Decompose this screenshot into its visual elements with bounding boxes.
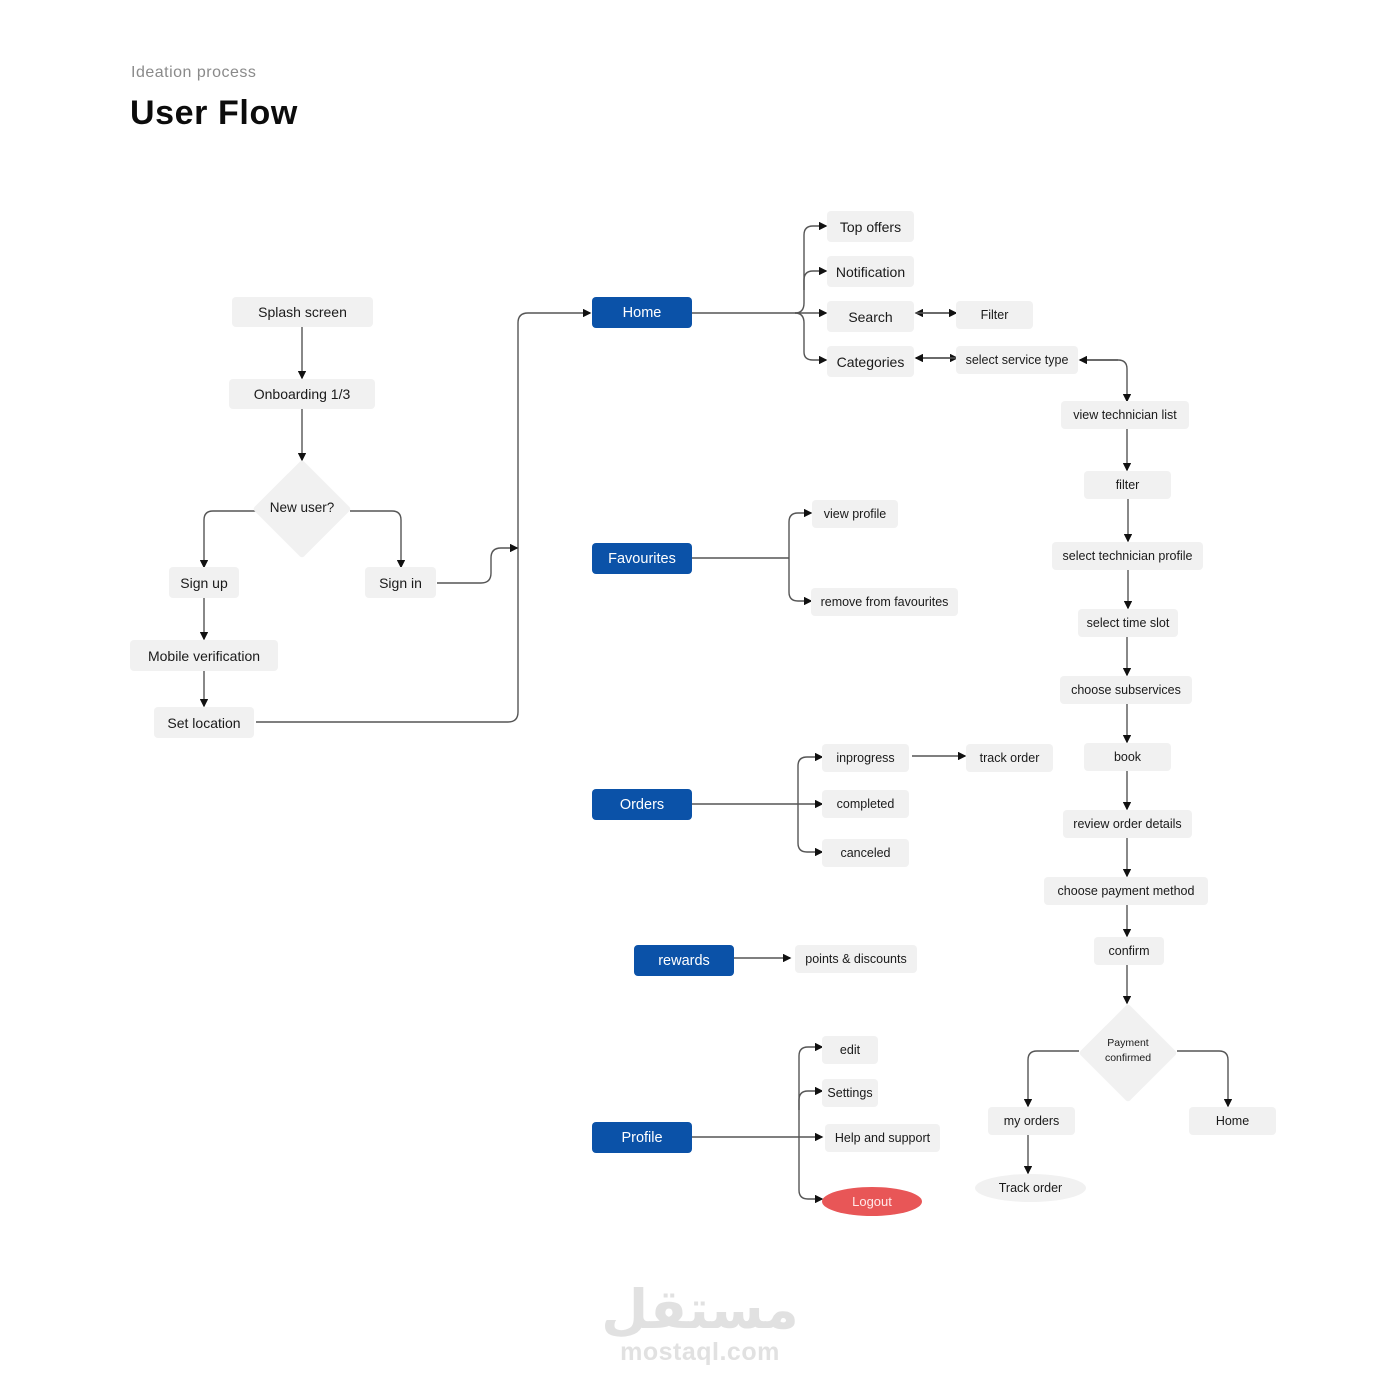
node-completed[interactable]: completed [822,790,909,818]
step-select-technician-profile[interactable]: select technician profile [1052,542,1203,570]
decision-line-2: confirmed [1104,1052,1152,1064]
step-view-technician-list[interactable]: view technician list [1061,401,1189,429]
connector-signin-home [437,543,519,584]
step-book[interactable]: book [1084,743,1171,771]
connector-service-technicians [1080,359,1132,403]
node-set-location[interactable]: Set location [154,707,254,738]
page-title: User Flow [130,94,298,132]
step-select-time-slot[interactable]: select time slot [1078,609,1178,637]
decision-payment-confirmed-label: Payment confirmed [1088,1036,1168,1066]
nav-home[interactable]: Home [592,297,692,328]
node-edit[interactable]: edit [822,1036,878,1064]
decision-line-1: Payment [1107,1037,1149,1049]
page-subtitle: Ideation process [131,64,257,81]
nav-rewards[interactable]: rewards [634,945,734,976]
watermark-latin: mostaql.com [620,1338,780,1366]
nav-profile[interactable]: Profile [592,1122,692,1153]
connector-location-home [256,308,592,723]
connector-decision-signin [350,510,406,569]
connector-home-categories [794,312,828,365]
connector-home-notification [803,266,828,290]
nav-orders[interactable]: Orders [592,789,692,820]
connector-decision-signup [199,510,256,569]
decision-new-user-label: New user? [269,500,335,515]
watermark-arabic: مستقل [601,1278,799,1341]
node-sign-in[interactable]: Sign in [365,567,436,598]
node-search[interactable]: Search [827,301,914,332]
node-remove-favourites[interactable]: remove from favourites [811,588,958,616]
node-settings[interactable]: Settings [822,1079,878,1107]
node-canceled[interactable]: canceled [822,839,909,867]
nav-favourites[interactable]: Favourites [592,543,692,574]
step-choose-subservices[interactable]: choose subservices [1060,676,1192,704]
node-notification[interactable]: Notification [827,256,914,287]
logout-button[interactable]: Logout [822,1187,922,1216]
node-home-final[interactable]: Home [1189,1107,1276,1135]
step-review-order-details[interactable]: review order details [1063,810,1192,838]
node-onboarding[interactable]: Onboarding 1/3 [229,379,375,409]
node-help-support[interactable]: Help and support [825,1124,940,1152]
node-filter[interactable]: Filter [956,301,1033,329]
node-splash-screen[interactable]: Splash screen [232,297,373,327]
node-track-order-final[interactable]: Track order [975,1174,1086,1202]
step-choose-payment-method[interactable]: choose payment method [1044,877,1208,905]
step-filter[interactable]: filter [1084,471,1171,499]
node-mobile-verification[interactable]: Mobile verification [130,640,278,671]
node-inprogress[interactable]: inprogress [822,744,909,772]
node-select-service-type[interactable]: select service type [956,346,1078,374]
connector-home-topoffers [794,221,828,314]
node-points-discounts[interactable]: points & discounts [795,945,917,973]
step-confirm[interactable]: confirm [1094,937,1164,965]
node-view-profile[interactable]: view profile [812,500,898,528]
node-sign-up[interactable]: Sign up [169,567,239,598]
node-track-order[interactable]: track order [966,744,1053,772]
node-my-orders[interactable]: my orders [988,1107,1075,1135]
node-categories[interactable]: Categories [827,346,914,377]
watermark: مستقل mostaql.com [600,1280,800,1367]
node-top-offers[interactable]: Top offers [827,211,914,242]
